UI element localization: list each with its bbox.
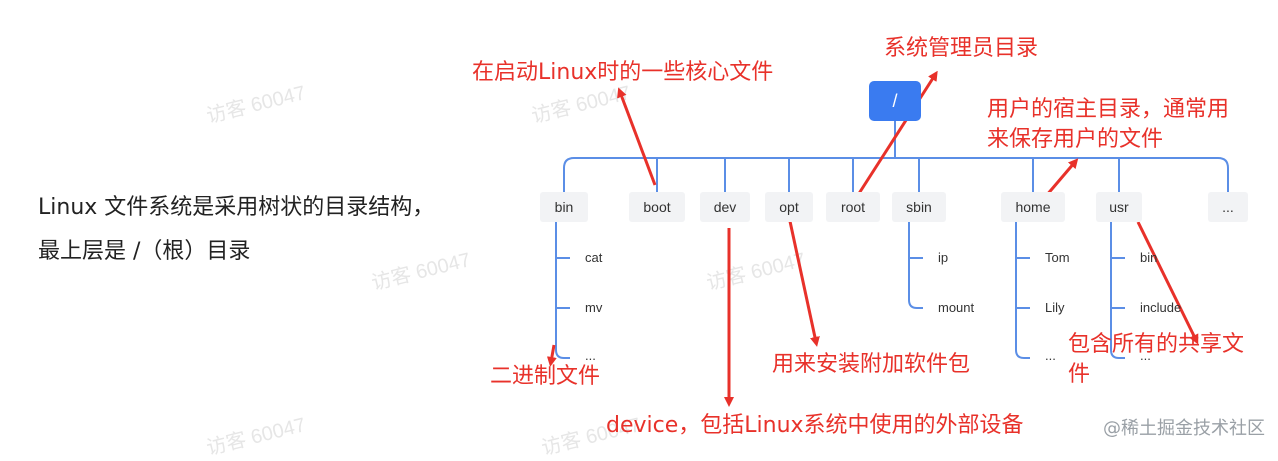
arrow-opt (786, 211, 820, 347)
sbin-child-mount: mount (938, 300, 975, 315)
annotation-opt: 用来安装附加软件包 (772, 352, 971, 377)
dir-node-sbin: sbin (892, 192, 946, 222)
dir-node-more: ... (1208, 192, 1248, 222)
usr-child-include: include (1140, 300, 1182, 315)
dir-node-boot: boot (629, 192, 685, 222)
annotation-home: 用户的宿主目录，通常用 来保存用户的文件 (987, 95, 1229, 155)
home-child-tom: Tom (1045, 250, 1070, 265)
source-credit: @稀土掘金技术社区 (1103, 418, 1265, 439)
dir-node-bin: bin (540, 192, 588, 222)
dir-node-opt: opt (765, 192, 813, 222)
dir-node-root: root (826, 192, 880, 222)
arrow-home (1044, 158, 1079, 197)
arrow-usr (1136, 221, 1199, 345)
bin-child-mv: mv (585, 300, 603, 315)
arrow-root (856, 70, 938, 196)
sbin-child-ip: ip (938, 250, 949, 265)
bin-child-cat: cat (585, 250, 603, 265)
annotation-usr-line-1: 包含所有的共享文 (1068, 332, 1245, 357)
annotation-boot: 在启动Linux时的一些核心文件 (472, 60, 774, 85)
dir-node-dev: dev (700, 192, 750, 222)
bin-child-more: ... (585, 348, 596, 363)
home-child-more: ... (1045, 348, 1056, 363)
arrow-bin (546, 344, 557, 367)
intro-line-1: Linux 文件系统是采用树状的目录结构， (38, 195, 435, 220)
annotation-root: 系统管理员目录 (884, 36, 1039, 61)
home-child-lily: Lily (1045, 300, 1065, 315)
intro-text: Linux 文件系统是采用树状的目录结构， 最上层是 /（根）目录 (38, 186, 434, 274)
annotation-usr-line-2: 件 (1068, 362, 1091, 387)
annotation-usr: 包含所有的共享文 件 (1068, 330, 1244, 390)
usr-child-more: ... (1140, 348, 1151, 363)
dir-node-home: home (1001, 192, 1065, 222)
tree-connectors (555, 121, 1229, 359)
annotation-bin: 二进制文件 (490, 364, 601, 389)
annotation-dev: device，包括Linux系统中使用的外部设备 (606, 413, 1024, 438)
annotation-arrows (546, 70, 1199, 407)
annotation-home-line-2: 来保存用户的文件 (987, 127, 1164, 152)
intro-line-2: 最上层是 /（根）目录 (38, 239, 251, 264)
root-directory-node: / (869, 81, 921, 121)
arrow-boot (617, 87, 657, 186)
annotation-home-line-1: 用户的宿主目录，通常用 (987, 97, 1230, 122)
usr-child-bin: bin (1140, 250, 1158, 265)
dir-node-usr: usr (1096, 192, 1142, 222)
